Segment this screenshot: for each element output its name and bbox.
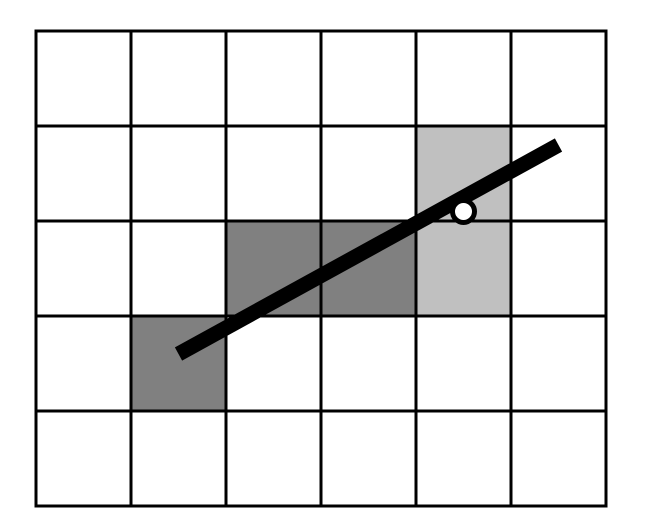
highlighted-cell-light [416,221,511,316]
endpoint-marker-circle [450,198,477,225]
gridlines-layer [34,29,608,508]
marker-layer [450,198,477,225]
line-segment [174,138,563,361]
line-segment-layer [174,138,563,361]
